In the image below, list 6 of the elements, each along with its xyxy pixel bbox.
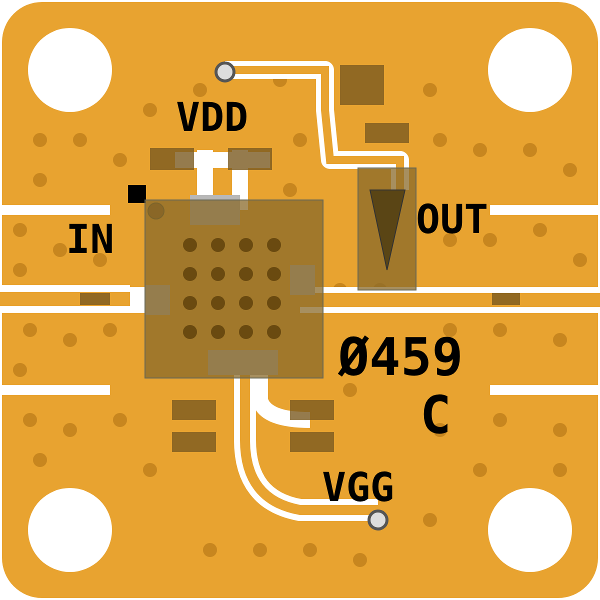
silkscreen-label: C — [420, 390, 452, 442]
silkscreen-label: VGG — [322, 468, 394, 508]
silkscreen-label: IN — [66, 220, 114, 260]
silkscreen-label: Ø459 — [338, 332, 464, 384]
silkscreen-label: VDD — [176, 98, 248, 138]
silkscreen-label: OUT — [416, 200, 488, 240]
